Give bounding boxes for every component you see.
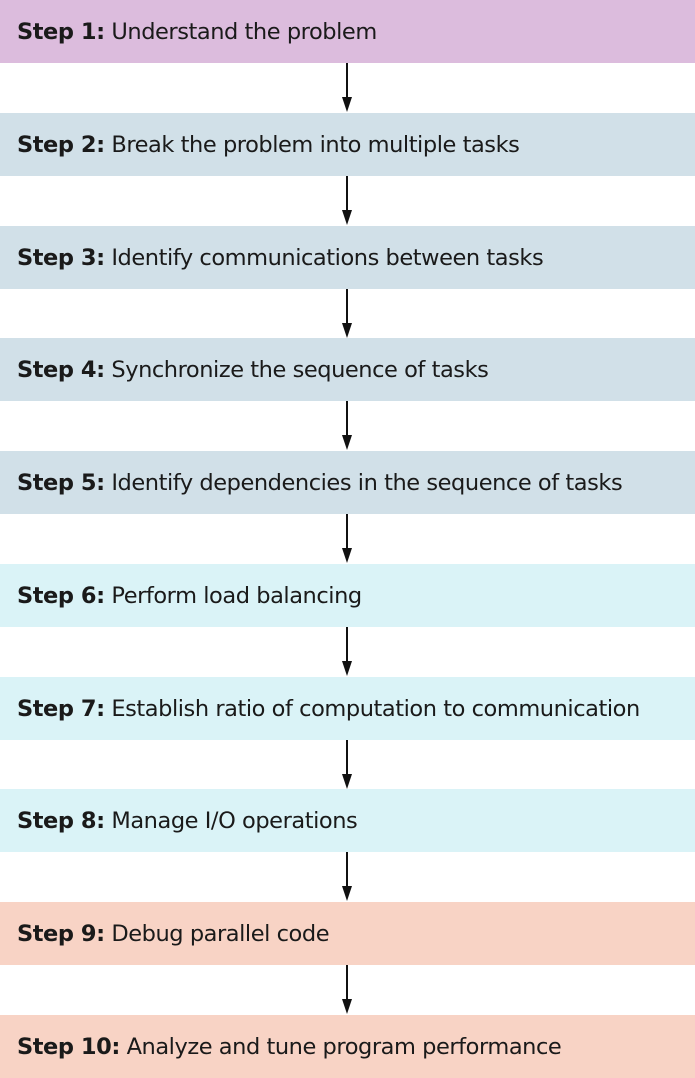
step-description: Understand the problem: [111, 18, 377, 45]
step-number-label: Step 5:: [17, 469, 105, 496]
down-arrow-icon: [342, 176, 352, 225]
step-description: Identify communications between tasks: [111, 244, 544, 271]
down-arrow-icon: [342, 965, 352, 1014]
step-5-box: Step 5: Identify dependencies in the seq…: [0, 451, 695, 514]
step-1-box: Step 1: Understand the problem: [0, 0, 695, 63]
step-description: Debug parallel code: [111, 920, 330, 947]
step-description: Analyze and tune program performance: [126, 1033, 562, 1060]
step-description: Identify dependencies in the sequence of…: [111, 469, 623, 496]
step-9-box: Step 9: Debug parallel code: [0, 902, 695, 965]
down-arrow-icon: [342, 514, 352, 563]
down-arrow-icon: [342, 289, 352, 338]
down-arrow-icon: [342, 852, 352, 901]
step-number-label: Step 10:: [17, 1033, 120, 1060]
step-2-box: Step 2: Break the problem into multiple …: [0, 113, 695, 176]
step-3-box: Step 3: Identify communications between …: [0, 226, 695, 289]
step-number-label: Step 4:: [17, 356, 105, 383]
step-number-label: Step 1:: [17, 18, 105, 45]
step-10-box: Step 10: Analyze and tune program perfor…: [0, 1015, 695, 1078]
step-number-label: Step 2:: [17, 131, 105, 158]
down-arrow-icon: [342, 63, 352, 112]
step-7-box: Step 7: Establish ratio of computation t…: [0, 677, 695, 740]
step-number-label: Step 6:: [17, 582, 105, 609]
step-number-label: Step 7:: [17, 695, 105, 722]
step-6-box: Step 6: Perform load balancing: [0, 564, 695, 627]
step-description: Perform load balancing: [111, 582, 362, 609]
step-number-label: Step 3:: [17, 244, 105, 271]
step-number-label: Step 8:: [17, 807, 105, 834]
step-description: Break the problem into multiple tasks: [111, 131, 520, 158]
down-arrow-icon: [342, 627, 352, 676]
down-arrow-icon: [342, 401, 352, 450]
down-arrow-icon: [342, 740, 352, 789]
step-description: Synchronize the sequence of tasks: [111, 356, 489, 383]
step-number-label: Step 9:: [17, 920, 105, 947]
step-description: Manage I/O operations: [111, 807, 358, 834]
step-4-box: Step 4: Synchronize the sequence of task…: [0, 338, 695, 401]
step-description: Establish ratio of computation to commun…: [111, 695, 640, 722]
step-8-box: Step 8: Manage I/O operations: [0, 789, 695, 852]
